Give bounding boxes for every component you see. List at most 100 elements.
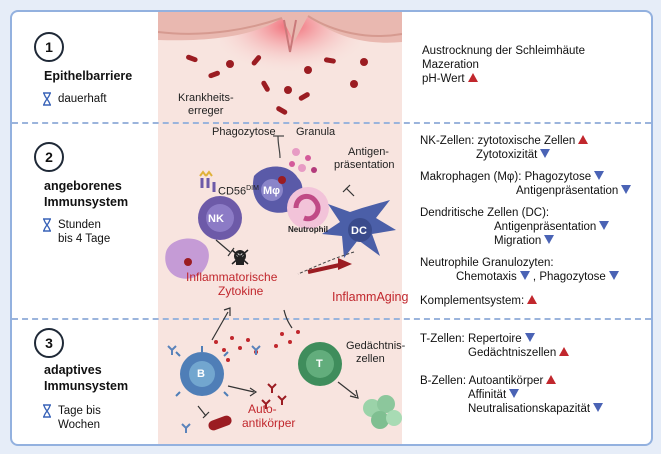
- pathogen-label-1: Krankheits-: [178, 92, 234, 104]
- target-cell: [165, 238, 235, 279]
- row-1-text-3: pH-Wert: [422, 72, 478, 86]
- memory-label-1: Gedächtnis-: [346, 340, 406, 352]
- granula-label: Granula: [296, 126, 336, 138]
- nk-label: NK-Zellen:: [420, 135, 475, 147]
- mp-line-2: Antigenpräsentation: [516, 184, 632, 198]
- row-2-title-1: angeborenes: [44, 179, 122, 193]
- dendritic-cell: [322, 184, 396, 258]
- b-cell-label: B: [197, 368, 205, 380]
- up-arrow-icon: [546, 375, 557, 384]
- ng-line-1: Neutrophile Granulozyten:: [420, 257, 554, 269]
- phagocytosis-label: Phagozytose: [212, 126, 276, 138]
- row-3-duration-1: Tage bis: [58, 405, 101, 417]
- t-label: T-Zellen:: [420, 333, 465, 345]
- b-line-1: B-Zellen: Autoantikörper: [420, 374, 557, 388]
- bacterium: [197, 405, 232, 431]
- b-line-2: Affinität: [468, 388, 520, 402]
- b-label: B-Zellen:: [420, 375, 467, 387]
- nk-a: zytotoxische Zellen: [477, 135, 576, 147]
- up-arrow-icon: [559, 347, 570, 356]
- pathogens: [186, 54, 368, 115]
- memory-label-2: zellen: [356, 353, 385, 365]
- mp-label: Mφ: [263, 185, 281, 197]
- antibodies: [167, 345, 261, 433]
- row-3-number: 3: [34, 328, 64, 358]
- antigen-label-2: präsentation: [334, 159, 395, 171]
- nk-b: Zytotoxizität: [476, 149, 538, 161]
- cd56-text: CD56: [218, 185, 247, 198]
- dc-line-1: Dendritische Zellen (DC):: [420, 207, 550, 219]
- down-arrow-icon: [599, 221, 610, 230]
- row-2-title-2: Immunsystem: [44, 195, 129, 209]
- cd56-sup: DIM: [246, 185, 259, 192]
- autoantibodies: [261, 383, 287, 409]
- row-1-title: Epithelbarriere: [44, 69, 133, 83]
- neutrophil-cell: [287, 187, 329, 229]
- row-2-duration-1: Stunden: [58, 219, 101, 231]
- down-arrow-icon: [593, 403, 604, 412]
- row-3-title-2: Immunsystem: [44, 379, 129, 393]
- cytokines-label-2: Zytokine: [218, 284, 264, 298]
- cytokines-label-1: Inflammatorische: [186, 270, 278, 284]
- t-line-1: T-Zellen: Repertoire: [420, 332, 535, 346]
- hourglass-icon: [43, 218, 51, 232]
- cytokines: [214, 330, 300, 362]
- down-arrow-icon: [524, 333, 535, 342]
- row-1-number: 1: [34, 32, 64, 62]
- row-3-title-1: adaptives: [44, 363, 102, 377]
- dc-line-2: Antigenpräsentation: [494, 220, 610, 234]
- skull-icon: [231, 249, 249, 265]
- memory-cells: [363, 395, 402, 429]
- hourglass-icon: [43, 404, 51, 418]
- down-arrow-icon: [509, 389, 520, 398]
- up-arrow-icon: [527, 295, 538, 304]
- row-2-duration-2: bis 4 Tage: [58, 233, 111, 245]
- b-line-3: Neutralisationskapazität: [468, 402, 604, 416]
- granula-dots: [289, 148, 317, 173]
- row-3-duration-2: Wochen: [58, 419, 100, 431]
- separator-2: [12, 318, 651, 320]
- auto-label-2: antikörper: [242, 416, 296, 430]
- row-1-duration: dauerhaft: [58, 93, 107, 105]
- dc-b: Migration: [494, 235, 542, 247]
- figure-frame: 1 Epithelbarriere dauerhaft Austrocknung…: [10, 10, 653, 446]
- inflammaging-label: InflammAging: [332, 290, 409, 304]
- immune-diagram: [158, 12, 402, 433]
- down-arrow-icon: [594, 171, 605, 180]
- t-line-2: Gedächtniszellen: [468, 346, 570, 360]
- mp-line-1: Makrophagen (Mφ): Phagozytose: [420, 170, 605, 184]
- nk-cell: [198, 170, 242, 240]
- epithelium: [158, 12, 402, 82]
- mp-b: Antigenpräsentation: [516, 185, 619, 197]
- down-arrow-icon: [544, 235, 555, 244]
- separator-1: [12, 122, 651, 124]
- nk-line-2: Zytotoxizität: [476, 148, 551, 162]
- b-b: Affinität: [468, 389, 507, 401]
- t-a: Repertoire: [467, 333, 522, 345]
- mp-label: Makrophagen (Mφ):: [420, 171, 522, 183]
- hourglass-icon: [43, 92, 51, 106]
- down-arrow-icon: [608, 271, 619, 280]
- ks-line: Komplementsystem:: [420, 294, 538, 308]
- pathogen-label-2: erreger: [188, 105, 224, 117]
- t-cell-label: T: [316, 358, 323, 370]
- ph-label: pH-Wert: [422, 73, 465, 85]
- neutrophil-label: Neutrophil: [288, 225, 328, 234]
- dc-line-3: Migration: [494, 234, 555, 248]
- t-b: Gedächtniszellen: [468, 347, 557, 359]
- auto-label-1: Auto-: [248, 402, 277, 416]
- cd56-label: CD56DIM: [218, 182, 259, 199]
- dc-label: DC: [351, 225, 367, 237]
- antigen-label-1: Antigen-: [348, 146, 389, 158]
- mp-a: Phagozytose: [524, 171, 592, 183]
- row-2-number: 2: [34, 142, 64, 172]
- ng-b: Phagozytose: [539, 271, 606, 283]
- nk-line-1: NK-Zellen: zytotoxische Zellen: [420, 134, 589, 148]
- nk-label: NK: [208, 213, 224, 225]
- down-arrow-icon: [621, 185, 632, 194]
- b-cell: [175, 346, 229, 397]
- t-cell: [298, 342, 342, 386]
- dc-a: Antigenpräsentation: [494, 221, 597, 233]
- down-arrow-icon: [519, 271, 530, 280]
- b-a: Autoantikörper: [468, 375, 544, 387]
